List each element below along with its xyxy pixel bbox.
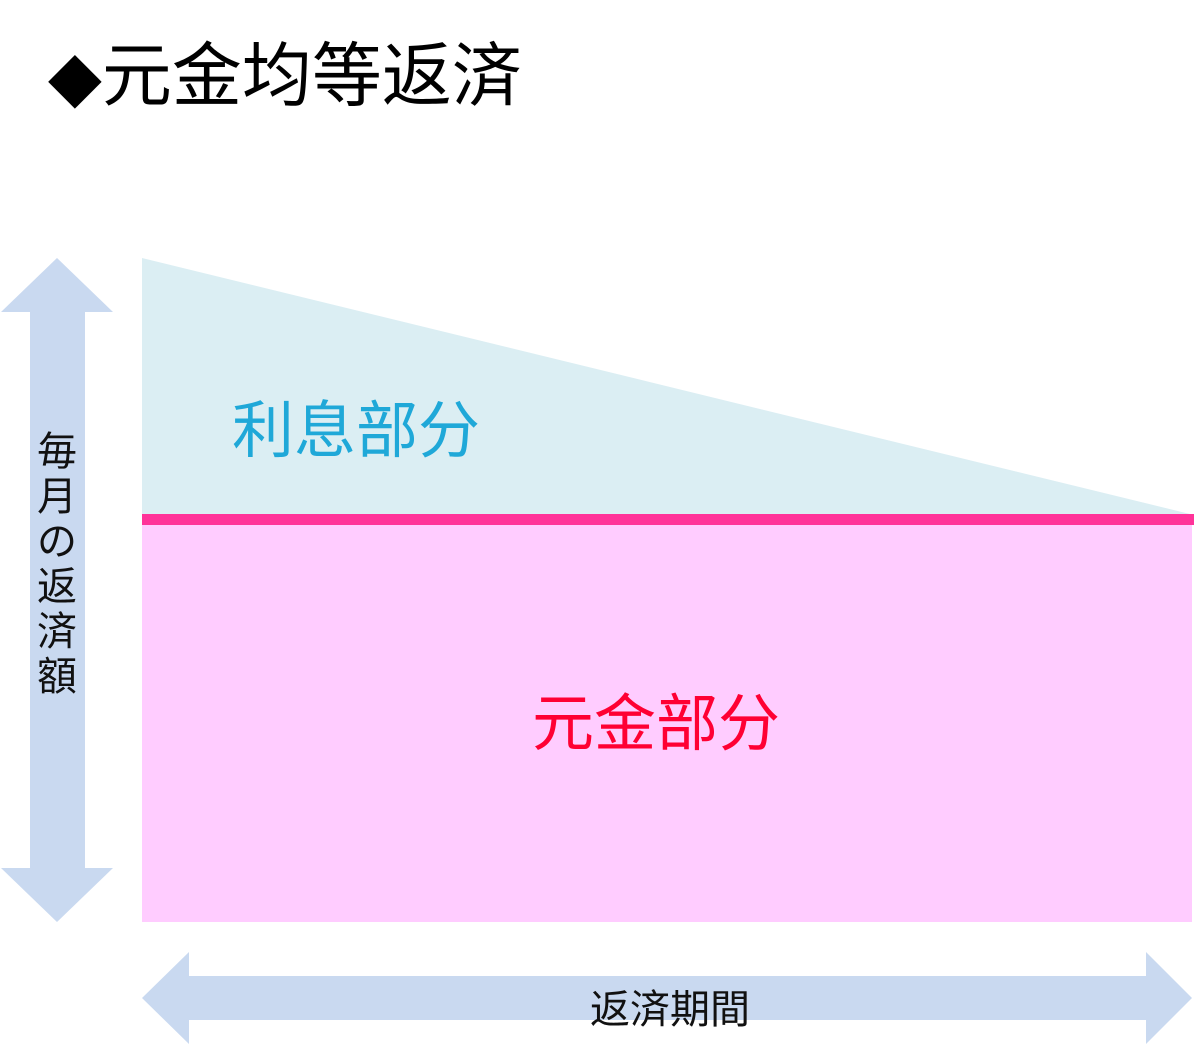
page-title: ◆元金均等返済 xyxy=(48,35,522,117)
y-axis-char: 額 xyxy=(37,654,77,700)
divider-line xyxy=(142,514,1194,525)
vertical-double-arrow xyxy=(1,258,113,922)
y-axis-char: 返 xyxy=(37,564,77,610)
interest-label: 利息部分 xyxy=(232,394,480,467)
y-axis-char: の xyxy=(37,519,77,565)
principal-label: 元金部分 xyxy=(532,687,780,760)
y-axis-char: 済 xyxy=(37,609,77,655)
y-axis-label: 毎 月 の 返 済 額 xyxy=(37,429,77,700)
y-axis-char: 毎 xyxy=(37,429,77,475)
y-axis-char: 月 xyxy=(37,474,77,520)
interest-region xyxy=(142,258,1190,514)
horizontal-double-arrow xyxy=(142,952,1192,1044)
principal-region xyxy=(142,520,1192,922)
x-axis-label: 返済期間 xyxy=(590,987,750,1033)
